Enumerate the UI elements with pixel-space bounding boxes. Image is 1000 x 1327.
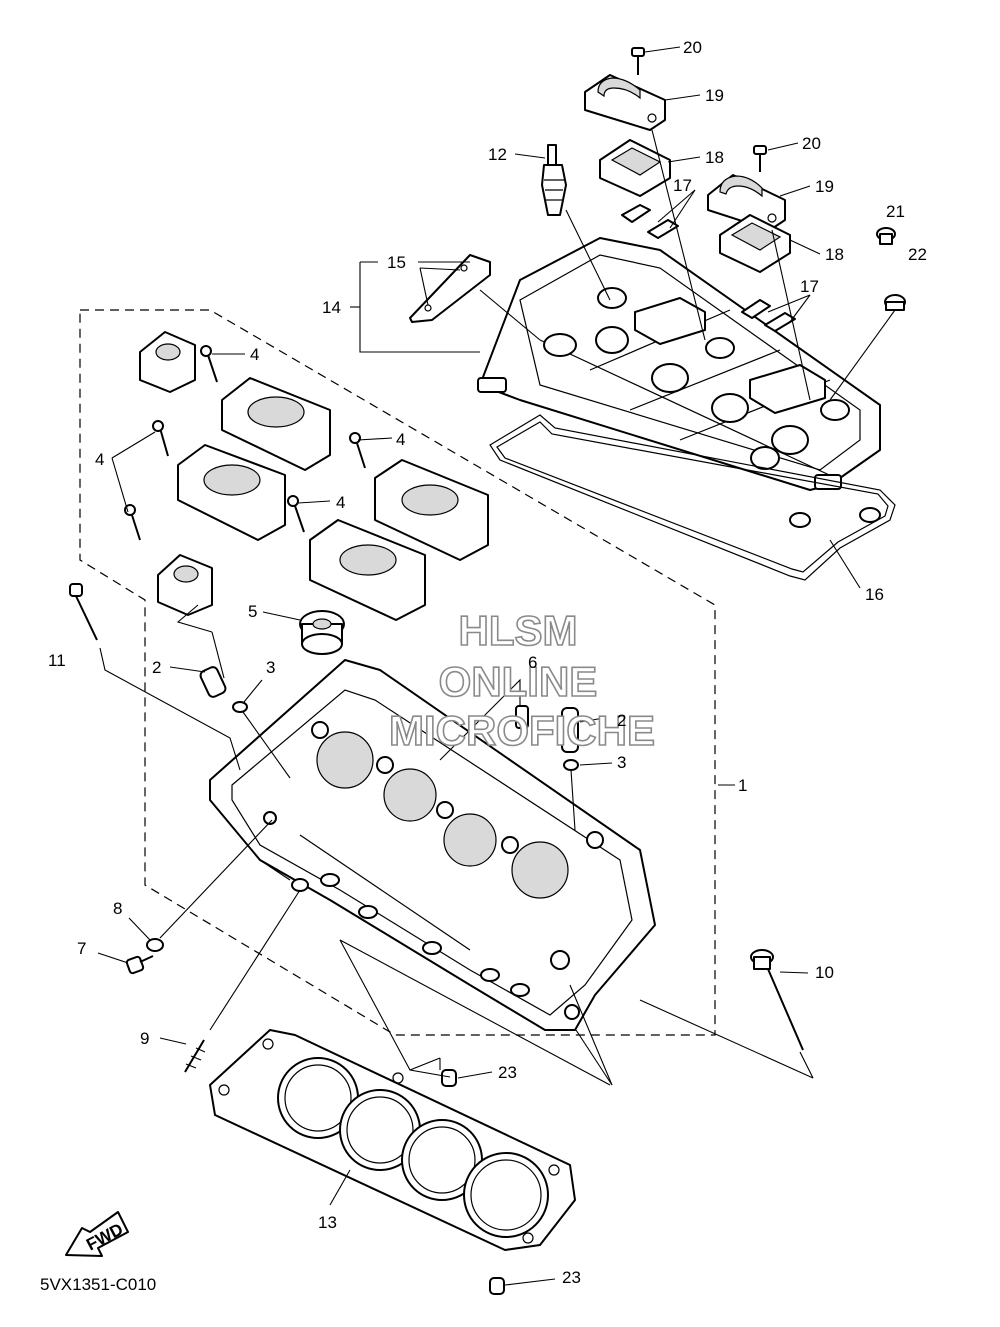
callout-6: 6 (528, 653, 537, 672)
grommet-22[interactable] (884, 294, 906, 311)
bolt-20-lower[interactable] (753, 145, 767, 172)
watermark-line-2: ONLINE (439, 658, 598, 705)
cylinder-head[interactable] (209, 659, 656, 1031)
callout-17-upper: 17 (673, 176, 692, 195)
callout-3-left: 3 (266, 658, 275, 677)
camshaft-cap-front[interactable] (139, 331, 196, 393)
reed-valve-upper[interactable] (599, 139, 671, 197)
air-cut-valve-cover-upper[interactable] (584, 74, 666, 131)
dowel-pin-23-upper[interactable] (441, 1069, 457, 1087)
watermark-line-1: HLSM (459, 607, 578, 654)
spark-plug[interactable] (541, 144, 567, 216)
bolt-7[interactable] (125, 955, 154, 975)
callout-19-lower: 19 (815, 177, 834, 196)
callout-2-right: 2 (617, 711, 626, 730)
callout-13: 13 (318, 1213, 337, 1232)
callout-4-d: 4 (336, 493, 345, 512)
callout-3-right: 3 (617, 753, 626, 772)
cap-bolts[interactable] (124, 345, 366, 541)
dowel-pin-23-lower[interactable] (489, 1277, 505, 1295)
callout-20-upper: 20 (683, 38, 702, 57)
dowel-2-right[interactable] (561, 707, 579, 753)
callout-11: 11 (48, 651, 66, 670)
callout-23-upper: 23 (498, 1063, 517, 1082)
head-cover-gasket[interactable] (489, 414, 896, 581)
callout-4-c: 4 (95, 450, 104, 469)
reed-gaskets-lower[interactable] (741, 299, 796, 332)
callout-22: 22 (908, 245, 927, 264)
camshaft-cap-1[interactable] (221, 377, 331, 471)
callout-14: 14 (322, 298, 341, 317)
callout-12: 12 (488, 145, 507, 164)
bolt-11[interactable] (69, 583, 98, 641)
reed-gaskets-upper[interactable] (621, 204, 679, 239)
drawing-code: 5VX1351-C010 (40, 1275, 156, 1294)
dowel-2-left[interactable] (199, 666, 227, 699)
stud-6[interactable] (515, 705, 529, 729)
callout-18-lower: 18 (825, 245, 844, 264)
camshaft-cap-rear[interactable] (157, 554, 213, 616)
leader-lines (97, 46, 896, 1286)
callout-18-upper: 18 (705, 148, 724, 167)
callout-7: 7 (77, 939, 86, 958)
callout-4-a: 4 (250, 345, 259, 364)
callout-21: 21 (886, 202, 905, 221)
callout-20-lower: 20 (802, 134, 821, 153)
callout-4-b: 4 (396, 430, 405, 449)
cover-plate[interactable] (409, 254, 491, 323)
callout-15: 15 (387, 253, 406, 272)
callout-8: 8 (113, 899, 122, 918)
callout-23-lower: 23 (562, 1268, 581, 1287)
callout-17-lower: 17 (800, 277, 819, 296)
callout-9: 9 (140, 1029, 149, 1048)
plug-5[interactable] (299, 610, 345, 655)
cylinder-head-gasket[interactable] (209, 1029, 576, 1251)
bolt-21[interactable] (876, 227, 896, 245)
camshaft-cap-4[interactable] (309, 519, 426, 621)
camshaft-cap-3[interactable] (374, 459, 489, 561)
fwd-arrow-icon: FWD (65, 1211, 129, 1257)
air-cut-valve-cover-lower[interactable] (707, 174, 786, 231)
callout-labels: 20 19 12 18 20 17 19 21 22 18 15 17 14 4… (48, 38, 927, 1287)
reed-valve-lower[interactable] (719, 214, 791, 273)
callout-10: 10 (815, 963, 834, 982)
bolt-10[interactable] (750, 949, 804, 1051)
camshaft-cap-2[interactable] (177, 444, 286, 541)
callout-19-upper: 19 (705, 86, 724, 105)
watermark-line-3: MICROFICHE (389, 707, 655, 754)
callout-1: 1 (738, 776, 747, 795)
washer-8[interactable] (146, 938, 164, 952)
callout-2-left: 2 (152, 658, 161, 677)
stud-9[interactable] (184, 1039, 206, 1073)
callout-5: 5 (248, 602, 257, 621)
callout-16: 16 (865, 585, 884, 604)
camshaft-cap-group-boundary (79, 309, 716, 1036)
bolt-20-upper[interactable] (631, 47, 645, 75)
o-ring-3-left[interactable] (232, 701, 248, 713)
o-ring-3-right[interactable] (563, 759, 579, 771)
cylinder-head-cover[interactable] (477, 237, 881, 491)
